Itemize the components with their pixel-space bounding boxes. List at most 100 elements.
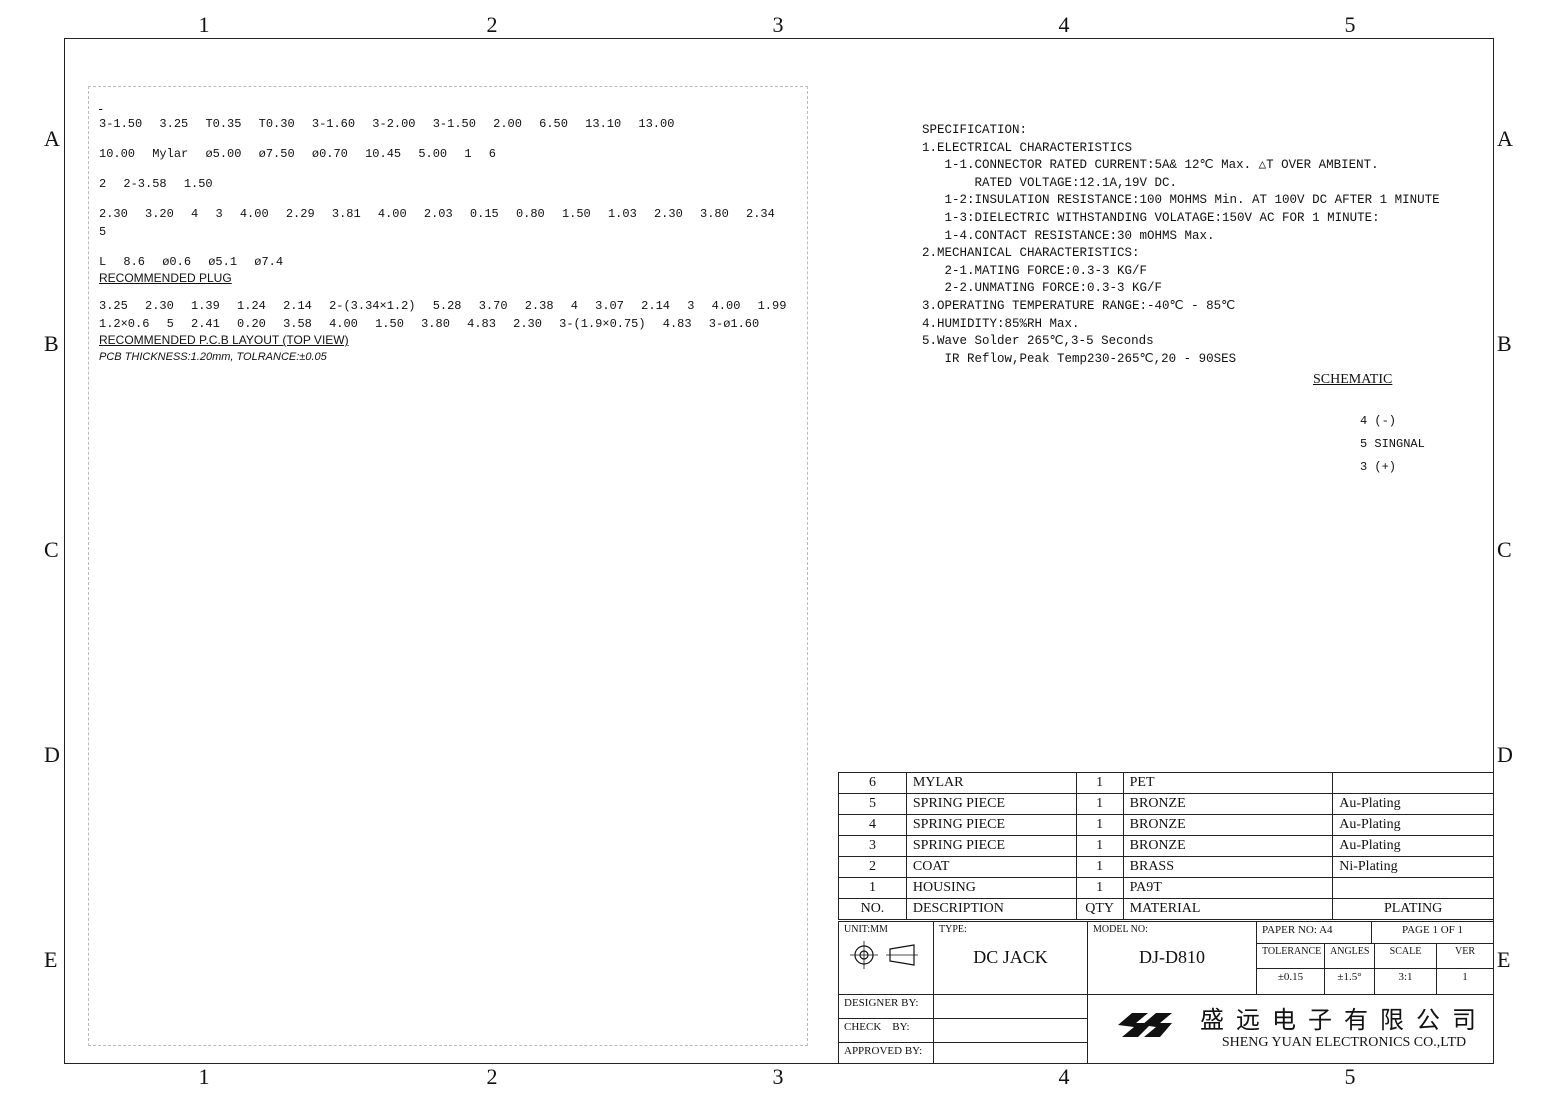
dim-label: 2.29	[285, 207, 315, 221]
bom-material: PET	[1122, 772, 1334, 794]
zone-row-c: C	[44, 537, 59, 562]
dim-label: 3.25	[99, 299, 128, 313]
table-row: 5 SPRING PIECE 1 BRONZE Au-Plating	[838, 793, 1494, 815]
bottom-view-labels: 2.30 3.20 4 3 4.00 2.29 3.81 4.00 2.03 0…	[99, 205, 797, 241]
dim-label: 3.80	[700, 207, 729, 221]
bom-description: SPRING PIECE	[905, 793, 1077, 815]
tolerance-label: TOLERANCE	[1257, 944, 1325, 969]
bom-no: 4	[838, 814, 907, 836]
dim-label: 5	[166, 317, 174, 331]
dim-label: 2.03	[423, 207, 453, 221]
model-cell: MODEL NO: DJ-D810	[1088, 922, 1257, 995]
schematic-pin-3: 3 (+)	[1360, 460, 1397, 474]
angles-value: ±1.5°	[1325, 969, 1375, 995]
dim-label: 4.00	[377, 207, 407, 221]
bom-header-qty: QTY	[1075, 898, 1124, 920]
approved-value	[934, 1043, 1088, 1063]
dim-label: 3.58	[283, 317, 312, 331]
dim-label: 1	[464, 147, 472, 161]
unit-cell: UNIT:MM	[839, 922, 934, 995]
table-row: 1 HOUSING 1 PA9T	[838, 877, 1494, 899]
bom-plating: Au-Plating	[1332, 814, 1494, 836]
dim-label: 3.20	[145, 207, 174, 221]
bom-description: MYLAR	[905, 772, 1077, 794]
bom-material: BRONZE	[1122, 835, 1334, 857]
schematic-pin-4: 4 (-)	[1360, 414, 1397, 428]
bom-material: BRONZE	[1122, 814, 1334, 836]
spec-line: 2-1.MATING FORCE:0.3-3 KG/F	[922, 263, 1148, 278]
spec-line: 2.MECHANICAL CHARACTERISTICS:	[922, 246, 1140, 261]
bom-no: 1	[838, 877, 907, 899]
scale-label: SCALE	[1375, 944, 1437, 969]
zone-row-c-right: C	[1497, 537, 1512, 562]
zone-column-3: 3	[772, 12, 784, 37]
side-view-labels: 2 2-3.58 1.50	[99, 175, 797, 193]
dim-label: T0.35	[205, 117, 242, 131]
bom-plating: Ni-Plating	[1332, 856, 1494, 878]
dim-label: 1.50	[183, 177, 213, 191]
dim-label: T0.30	[258, 117, 295, 131]
dim-label: 5	[99, 225, 107, 239]
type-cell: TYPE: DC JACK	[934, 922, 1088, 995]
dim-label: 1.50	[375, 317, 404, 331]
dim-label: 2.30	[145, 299, 174, 313]
bom-qty: 1	[1075, 793, 1124, 815]
spec-line: RATED VOLTAGE:12.1A,19V DC.	[922, 175, 1178, 190]
plug-caption: RECOMMENDED PLUG	[99, 271, 232, 285]
dim-label: ø5.00	[205, 147, 242, 161]
top-view-labels: 3-1.50 3.25 T0.35 T0.30 3-1.60 3-2.00 3-…	[99, 97, 797, 133]
dim-label: 3.80	[421, 317, 450, 331]
dim-label: 6	[488, 147, 496, 161]
dim-label: ø0.70	[311, 147, 348, 161]
model-label: MODEL NO:	[1093, 924, 1148, 935]
bom-plating: Au-Plating	[1332, 793, 1494, 815]
dim-label: ø5.1	[208, 255, 238, 269]
bom-header-plating: PLATING	[1332, 898, 1494, 920]
company-name-en: SHENG YUAN ELECTRONICS CO.,LTD	[1221, 1035, 1467, 1050]
spec-line: 5.Wave Solder 265℃,3-5 Seconds	[922, 334, 1154, 349]
tolerance-value: ±0.15	[1257, 969, 1325, 995]
check-value	[934, 1019, 1088, 1043]
spec-line: 2-2.UNMATING FORCE:0.3-3 KG/F	[922, 281, 1163, 296]
spec-line: 1-3:DIELECTRIC WITHSTANDING VOLATAGE:150…	[922, 210, 1380, 225]
table-header-row: NO. DESCRIPTION QTY MATERIAL PLATING	[838, 898, 1494, 920]
designer-value	[934, 995, 1088, 1019]
paper-cell: PAPER NO: A4	[1257, 922, 1372, 944]
dim-label: ø0.6	[162, 255, 192, 269]
spec-line: SPECIFICATION:	[922, 123, 1028, 137]
dim-label: 3.70	[478, 299, 508, 313]
dim-label: L	[99, 255, 107, 269]
zone-column-4: 4	[1058, 12, 1070, 37]
dim-label: 3-2.00	[372, 117, 416, 131]
bom-material: BRASS	[1122, 856, 1334, 878]
bom-description: HOUSING	[905, 877, 1077, 899]
bom-description: SPRING PIECE	[905, 814, 1077, 836]
dim-label: 2.30	[99, 207, 128, 221]
projection-symbol-icon	[850, 941, 918, 969]
bom-no: 5	[838, 793, 907, 815]
page-cell: PAGE 1 OF 1	[1372, 922, 1493, 944]
bom-material: PA9T	[1122, 877, 1334, 899]
dim-label: Mylar	[152, 147, 189, 161]
zone-row-d: D	[44, 742, 60, 767]
dim-label: 3	[215, 207, 223, 221]
zone-row-e: E	[44, 947, 58, 972]
bom-no: 3	[838, 835, 907, 857]
dim-label: 2.30	[653, 207, 683, 221]
dim-label: 4.83	[662, 317, 692, 331]
bom-no: 6	[838, 772, 907, 794]
dim-label: 2.30	[513, 317, 542, 331]
dim-label: 13.10	[585, 117, 622, 131]
bom-description: SPRING PIECE	[905, 835, 1077, 857]
unit-label: UNIT:MM	[844, 924, 888, 935]
dim-label: 13.00	[638, 117, 675, 131]
spec-line: 1-1.CONNECTOR RATED CURRENT:5A& 12℃ Max.…	[922, 158, 1379, 173]
bom-plating	[1332, 772, 1494, 794]
bom-description: COAT	[905, 856, 1077, 878]
spec-line: 1-4.CONTACT RESISTANCE:30 mOHMS Max.	[922, 228, 1215, 243]
dim-label: 5.00	[418, 147, 448, 161]
top-view-title	[99, 97, 797, 111]
dim-label: 3-(1.9×0.75)	[559, 317, 646, 331]
dim-label: 2.14	[283, 299, 312, 313]
dim-label: 2.00	[493, 117, 522, 131]
